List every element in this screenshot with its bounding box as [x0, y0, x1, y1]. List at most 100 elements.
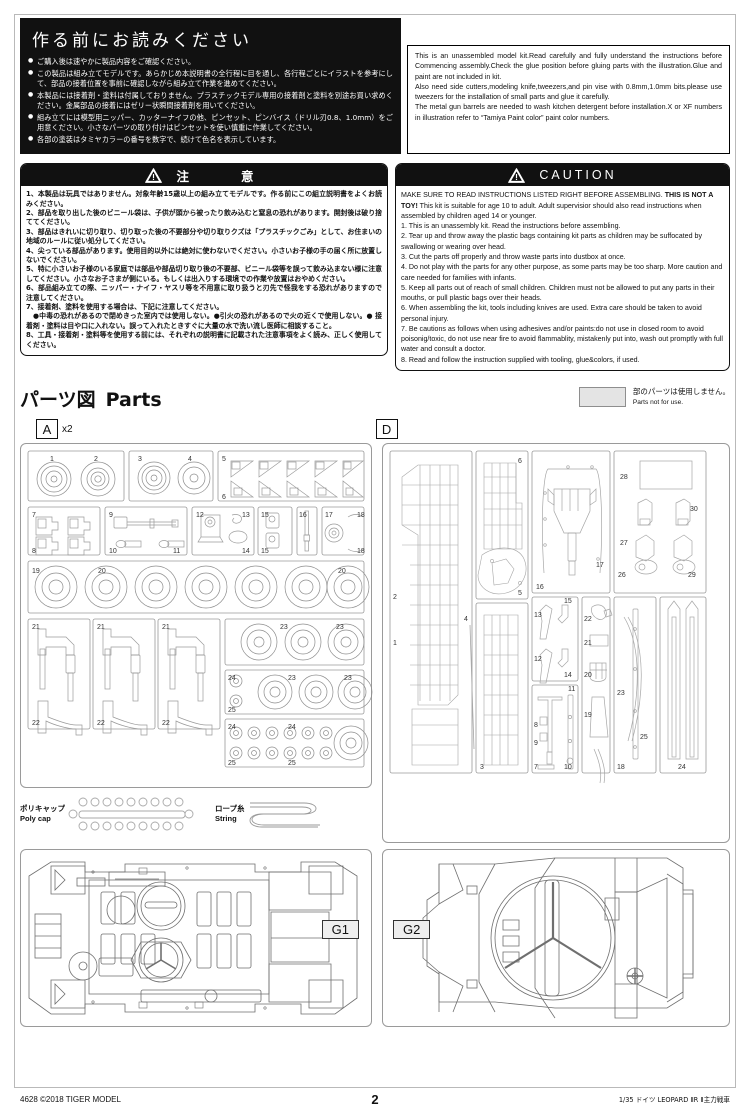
svg-text:25: 25	[640, 734, 648, 741]
caution-en-body: MAKE SURE TO READ INSTRUCTIONS LISTED RI…	[396, 186, 729, 370]
legend-text-en: Parts not for use.	[632, 399, 684, 407]
svg-text:22: 22	[32, 720, 40, 727]
sprue-a-letter: A	[36, 419, 58, 440]
svg-text:24: 24	[228, 675, 236, 682]
sprue-d-letter: D	[375, 419, 398, 440]
svg-text:15: 15	[564, 598, 572, 605]
warning-triangle-icon	[145, 167, 163, 183]
svg-text:15: 15	[261, 512, 269, 519]
string-label: ロープ糸 String	[215, 804, 245, 824]
svg-text:5: 5	[518, 590, 522, 597]
readme-text-en: This is an unassembled model kit.Read ca…	[415, 52, 722, 122]
svg-text:12: 12	[534, 656, 542, 663]
caution-en-item: 6. When assembling the kit, tools includ…	[401, 304, 702, 323]
extras-row: ポリキャップ Poly cap ロー	[20, 796, 372, 832]
sprue-d-parts-diagram: 1 2 3 4 5 6 7 8 9 10 11 12 13 14	[389, 450, 707, 784]
svg-text:9: 9	[534, 740, 538, 747]
caution-en-lead2: This kit is suitable for age 10 to adult…	[401, 201, 702, 220]
svg-text:24: 24	[678, 764, 686, 771]
hull-g1-box: G1	[20, 849, 372, 1028]
turret-g2-tag: G2	[393, 920, 431, 940]
hull-g1-diagram	[28, 861, 358, 1015]
svg-text:21: 21	[32, 624, 40, 631]
svg-text:29: 29	[688, 572, 696, 579]
polycap-label: ポリキャップ Poly cap	[20, 804, 65, 824]
svg-text:20: 20	[338, 568, 346, 575]
caution-jp-body: 1、本製品は玩具ではありません。対象年齢15歳以上の組み立てモデルです。作る前に…	[21, 186, 387, 355]
svg-text:13: 13	[242, 512, 250, 519]
caution-en-item: 2. Tear up and throw away the plastic ba…	[401, 232, 703, 251]
caution-en-item: 7. Be cautions as follows when using adh…	[401, 324, 723, 354]
svg-text:26: 26	[618, 572, 626, 579]
svg-text:14: 14	[242, 548, 250, 555]
svg-text:17: 17	[325, 512, 333, 519]
hull-g1-tag: G1	[321, 920, 359, 940]
string-label-jp: ロープ糸	[215, 804, 245, 814]
readme-bullet-list: ご購入後は速やかに製品内容をご確認ください。 この製品は組み立てモデルです。あら…	[28, 57, 393, 145]
svg-text:6: 6	[222, 494, 226, 501]
string-label-en: String	[215, 814, 237, 824]
legend-swatch	[578, 387, 626, 408]
caution-jp-text: 1、本製品は玩具ではありません。対象年齢15歳以上の組み立てモデルです。作る前に…	[26, 190, 383, 349]
caution-section: 注 意 1、本製品は玩具ではありません。対象年齢15歳以上の組み立てモデルです。…	[20, 163, 730, 372]
svg-text:19: 19	[584, 712, 592, 719]
parts-title-jp: パーツ図	[20, 389, 96, 412]
svg-text:1: 1	[50, 456, 54, 463]
svg-text:11: 11	[568, 686, 575, 693]
sprue-d-frame: 1 2 3 4 5 6 7 8 9 10 11 12 13 14	[382, 443, 730, 844]
svg-text:14: 14	[564, 672, 572, 679]
caution-english-box: CAUTION MAKE SURE TO READ INSTRUCTIONS L…	[395, 163, 730, 372]
sprue-a-multiplier: x2	[62, 423, 73, 435]
svg-text:8: 8	[32, 548, 36, 555]
caution-en-lead-text: MAKE SURE TO READ INSTRUCTIONS LISTED RI…	[401, 191, 663, 200]
svg-text:20: 20	[98, 568, 106, 575]
svg-text:21: 21	[97, 624, 105, 631]
footer-copyright: 4628 ©2018 TIGER MODEL	[20, 1095, 121, 1104]
caution-jp-title: 注 意	[176, 168, 263, 184]
svg-text:27: 27	[620, 540, 628, 547]
caution-en-item: 4. Do not play with the parts for any ot…	[401, 263, 723, 282]
readme-bullet: 本製品には接着剤・塗料は付属しておりません。プラスチックモデル専用の接着剤と塗料…	[28, 91, 393, 111]
svg-text:4: 4	[188, 456, 192, 463]
readme-bullet: 組み立てには模型用ニッパー、カッターナイフの他、ピンセット、ピンバイス（ドリル刃…	[28, 113, 393, 133]
svg-text:21: 21	[584, 640, 592, 647]
svg-text:11: 11	[173, 548, 180, 555]
svg-text:10: 10	[109, 548, 117, 555]
svg-text:6: 6	[518, 458, 522, 465]
svg-text:23: 23	[336, 624, 344, 631]
sprue-label-row: A x2 D	[20, 419, 730, 440]
svg-text:2: 2	[94, 456, 98, 463]
svg-text:28: 28	[620, 474, 628, 481]
svg-text:20: 20	[584, 672, 592, 679]
readme-english-panel: This is an unassembled model kit.Read ca…	[407, 45, 730, 155]
readme-bullet: 各部の塗装はタミヤカラーの番号を数字で、続けて色名を表示しています。	[28, 135, 393, 145]
sprue-label-d: D	[375, 419, 398, 440]
svg-text:17: 17	[596, 562, 604, 569]
svg-text:12: 12	[196, 512, 204, 519]
footer-page-number: 2	[371, 1092, 379, 1107]
sprue-label-a: A x2	[36, 419, 73, 440]
readme-bullet: ご購入後は速やかに製品内容をご確認ください。	[28, 57, 393, 67]
svg-text:21: 21	[162, 624, 170, 631]
page-footer: 4628 ©2018 TIGER MODEL 2 1/35 ドイツ LEOPAR…	[20, 1092, 730, 1107]
polycap-label-en: Poly cap	[20, 814, 51, 824]
svg-text:10: 10	[564, 764, 572, 771]
hull-row: G1	[20, 849, 730, 1028]
unused-parts-legend: 部のパーツは使用しません。 Parts not for use.	[578, 385, 730, 408]
svg-text:2: 2	[393, 594, 397, 601]
svg-text:1: 1	[393, 640, 397, 647]
legend-text: 部のパーツは使用しません。 Parts not for use.	[633, 387, 730, 408]
polycap-sprue-icon	[68, 797, 194, 831]
svg-text:23: 23	[280, 624, 288, 631]
svg-text:7: 7	[534, 764, 538, 771]
sprue-d-container: 1 2 3 4 5 6 7 8 9 10 11 12 13 14	[382, 443, 730, 844]
caution-en-lead: MAKE SURE TO READ INSTRUCTIONS LISTED RI…	[401, 190, 724, 221]
svg-text:3: 3	[480, 764, 484, 771]
svg-text:15: 15	[261, 548, 269, 555]
turret-g2-box: G2	[382, 849, 730, 1028]
svg-text:4: 4	[464, 616, 468, 623]
caution-en-not-a-toy: THIS IS NOT A TOY!	[401, 191, 714, 210]
